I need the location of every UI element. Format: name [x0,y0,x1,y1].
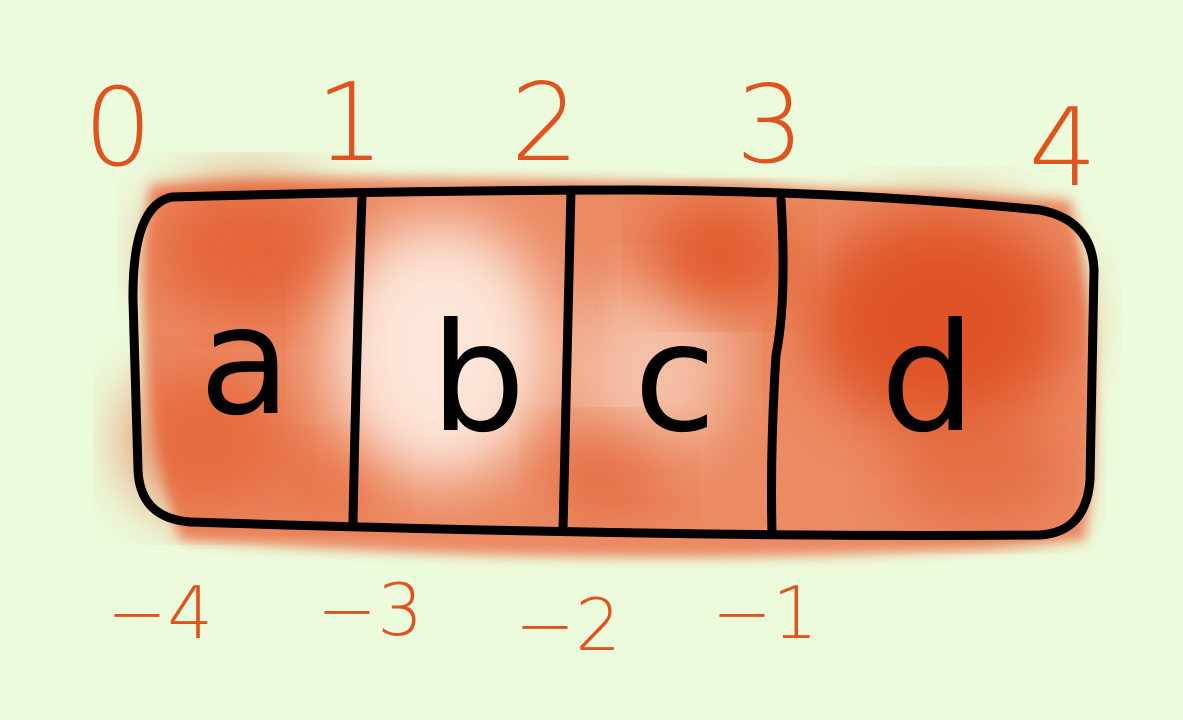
negative-index: −1 [712,571,818,655]
positive-index: 4 [1029,86,1098,211]
positive-indices: 0 1 2 3 4 [84,61,1098,211]
positive-index: 0 [84,66,153,191]
negative-indices: −4 −3 −2 −1 [107,568,818,667]
frame-outline [128,185,1099,540]
divider-1 [348,192,367,527]
divider-2 [558,185,576,535]
divider-3 [767,195,788,538]
positive-index: 2 [511,61,580,186]
negative-index: −3 [317,568,423,652]
negative-index: −2 [515,583,621,667]
cell-letter: b [430,292,525,466]
cell-letters: a b c d [199,275,976,466]
cells-frame [128,185,1099,540]
negative-index: −4 [107,571,213,655]
cell-letter: c [634,292,716,466]
watercolor-wash [125,177,1095,558]
positive-index: 3 [736,63,805,188]
cell-letter: a [199,275,291,449]
positive-index: 1 [316,61,385,186]
cell-letter: d [880,292,975,466]
